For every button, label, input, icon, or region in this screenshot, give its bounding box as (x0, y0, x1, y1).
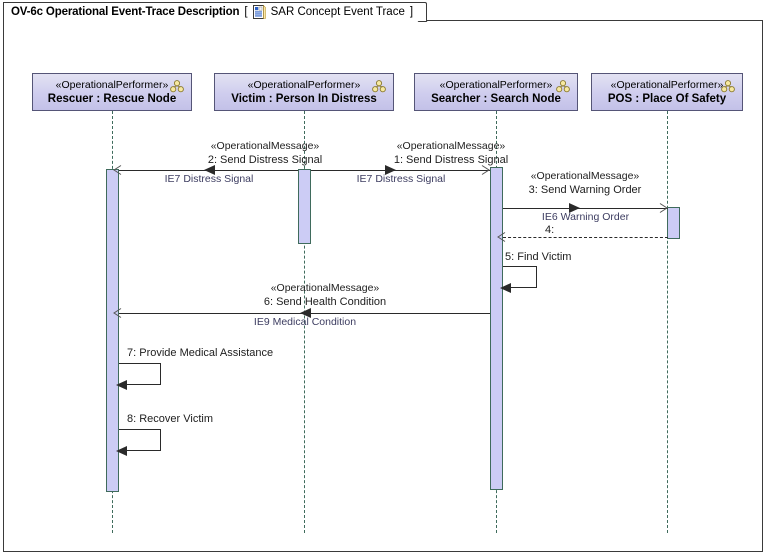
message-info-m2: IE7 Distress Signal (164, 173, 254, 185)
lifeline-head-rescuer[interactable]: «OperationalPerformer» Rescuer : Rescue … (32, 73, 192, 111)
lifeline-head-searcher[interactable]: «OperationalPerformer» Searcher : Search… (414, 73, 578, 111)
arrow-open-right-icon (481, 165, 490, 175)
arrow-open-left-icon (497, 232, 506, 242)
lifeline-stereotype: «OperationalPerformer» (439, 79, 553, 91)
lifeline-victim (304, 111, 305, 533)
self-message-loop-m7[interactable] (119, 363, 161, 385)
arrowhead-left-icon (116, 380, 127, 390)
self-message-loop-m5[interactable] (503, 266, 537, 288)
message-line-m4[interactable] (503, 237, 668, 238)
page-title: OV-6c Operational Event-Trace Descriptio… (11, 6, 240, 18)
arrow-open-left-icon (113, 308, 122, 318)
message-info-m6: IE9 Medical Condition (253, 316, 357, 328)
lifeline-name: Searcher : Search Node (431, 93, 561, 105)
arrowhead-left-icon (204, 165, 215, 175)
lifeline-pos (667, 111, 668, 533)
message-info-m3: IE6 Warning Order (541, 211, 630, 223)
activation-bar-searcher[interactable] (490, 167, 503, 490)
lifeline-stereotype: «OperationalPerformer» (610, 79, 724, 91)
arrow-open-left-icon (113, 165, 122, 175)
self-message-label-m7: 7: Provide Medical Assistance (127, 347, 274, 359)
arrowhead-right-icon (569, 203, 580, 213)
diagram-subtitle: SAR Concept Event Trace (270, 6, 405, 18)
self-message-label-m5: 5: Find Victim (505, 251, 572, 263)
lifeline-name: Rescuer : Rescue Node (47, 93, 177, 105)
operational-performer-icon (720, 80, 736, 93)
lifeline-stereotype: «OperationalPerformer» (247, 79, 361, 91)
title-bracket-close: ] (409, 6, 414, 18)
lifeline-head-pos[interactable]: «OperationalPerformer» POS : Place Of Sa… (591, 73, 743, 111)
arrowhead-left-icon (300, 308, 311, 318)
self-message-loop-m8[interactable] (119, 429, 161, 451)
activation-bar-rescuer[interactable] (106, 169, 119, 492)
operational-performer-icon (169, 80, 185, 93)
message-info-m1: IE7 Distress Signal (356, 173, 446, 185)
arrowhead-left-icon (116, 446, 127, 456)
event-trace-diagram-icon (252, 4, 266, 19)
arrowhead-right-icon (385, 165, 396, 175)
arrow-open-right-icon (659, 203, 668, 213)
lifeline-name: POS : Place Of Safety (607, 93, 727, 105)
message-label-m4: 4: (545, 224, 555, 236)
activation-bar-pos[interactable] (667, 207, 680, 239)
operational-performer-icon (371, 80, 387, 93)
self-message-label-m8: 8: Recover Victim (127, 413, 213, 425)
activation-bar-victim[interactable] (298, 169, 311, 244)
arrowhead-left-icon (500, 283, 511, 293)
diagram-title-tab[interactable]: OV-6c Operational Event-Trace Descriptio… (3, 2, 428, 21)
lifeline-head-victim[interactable]: «OperationalPerformer» Victim : Person I… (214, 73, 394, 111)
message-line-m1[interactable] (311, 170, 490, 171)
lifeline-name: Victim : Person In Distress (231, 93, 377, 105)
title-bracket-open: [ (244, 6, 248, 18)
message-line-m3[interactable] (503, 208, 668, 209)
lifeline-stereotype: «OperationalPerformer» (55, 79, 169, 91)
operational-performer-icon (555, 80, 571, 93)
